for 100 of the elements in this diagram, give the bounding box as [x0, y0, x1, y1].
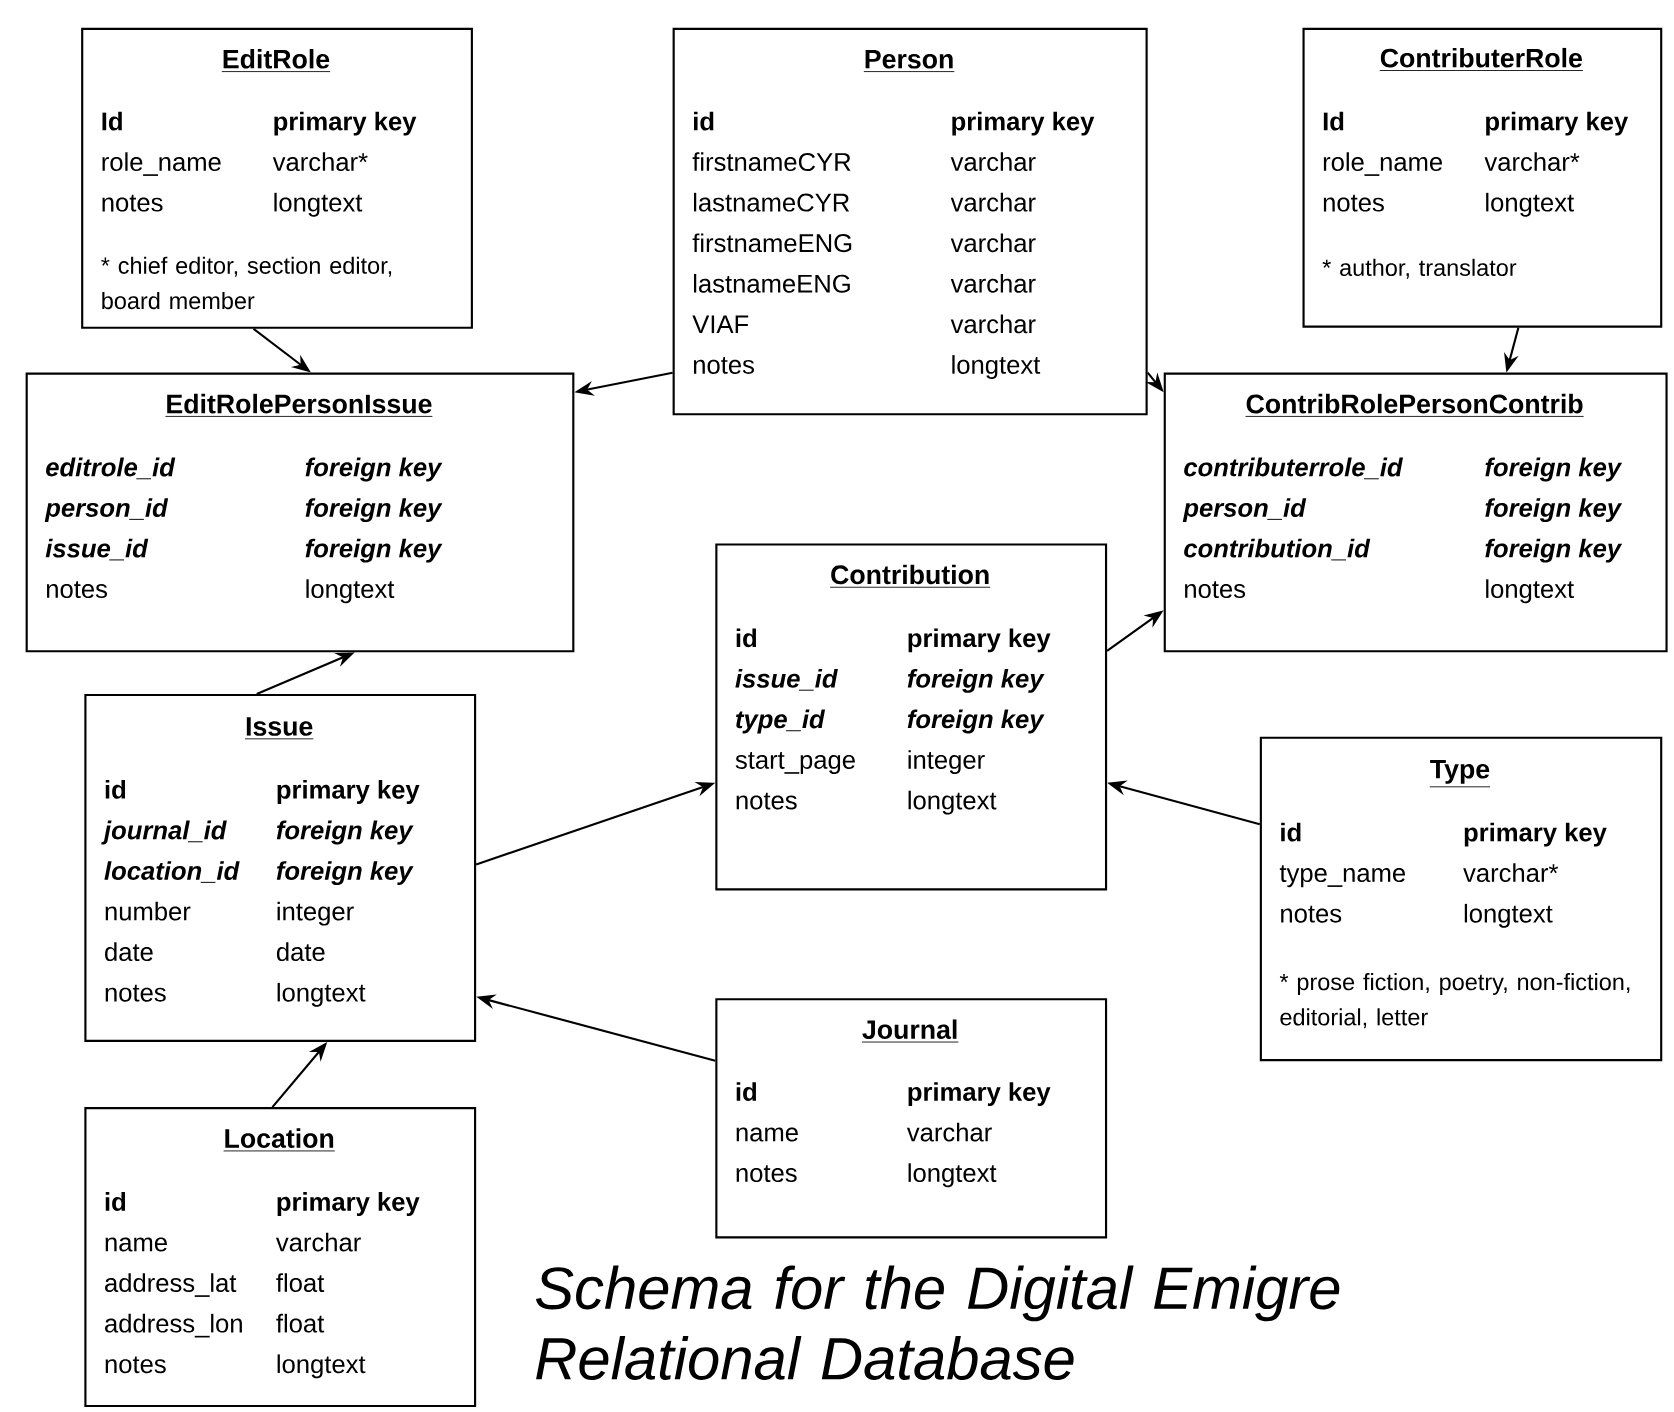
field-name: address_lat — [105, 1273, 237, 1297]
table-title: EditRole — [221, 48, 331, 72]
table-box — [84, 1106, 477, 1407]
field-name: notes — [693, 356, 754, 374]
field-type: foreign key — [276, 860, 414, 885]
field-name: person_id — [1182, 497, 1307, 522]
field-type: primary key — [908, 628, 1051, 653]
field-type: foreign key — [1485, 457, 1623, 482]
field-name: notes — [105, 1356, 166, 1373]
field-name: notes — [47, 581, 107, 598]
field-name: VIAF — [692, 315, 749, 333]
field-name: role_name — [102, 152, 221, 176]
field-type: primary key — [274, 111, 417, 136]
field-type: varchar* — [1463, 863, 1559, 882]
table-title: ContribRolePersonContrib — [1245, 393, 1585, 417]
field-type: varchar — [950, 192, 1036, 212]
field-type: longtext — [908, 1163, 997, 1187]
field-type: primary key — [1464, 822, 1607, 847]
field-name: editrole_id — [46, 457, 176, 480]
field-type: longtext — [908, 790, 997, 815]
field-name: issue_id — [45, 538, 149, 561]
table-title: Type — [1429, 759, 1491, 788]
field-name: contribution_id — [1184, 538, 1371, 561]
field-name: date — [105, 942, 153, 961]
table-title: ContributerRole — [1379, 47, 1584, 71]
field-type: float — [276, 1313, 325, 1333]
field-type: varchar — [950, 152, 1036, 171]
field-name: notes — [1185, 581, 1246, 598]
field-type: varchar* — [1484, 152, 1580, 171]
table-box — [1302, 27, 1663, 328]
field-name: notes — [736, 792, 797, 810]
table-box — [25, 372, 575, 653]
field-type: varchar — [275, 1232, 361, 1252]
field-name: id — [736, 628, 757, 647]
field-type: foreign key — [1485, 497, 1623, 522]
field-type: foreign key — [1485, 538, 1623, 563]
table-note: * prose fiction, poetry, non-fiction, editorial, letter — [1279, 972, 1630, 1029]
field-type: integer — [277, 901, 354, 926]
field-type: float — [276, 1273, 325, 1292]
field-name: notes — [736, 1165, 797, 1182]
field-name: firstnameCYR — [692, 152, 851, 171]
field-type: longtext — [306, 579, 395, 603]
diagram-title: Schema for the Digital Emigre Relational Database — [535, 1265, 1340, 1380]
field-type: primary key — [908, 1081, 1051, 1106]
field-name: notes — [105, 984, 166, 1002]
field-name: journal_id — [101, 820, 227, 845]
table-box — [715, 998, 1108, 1239]
table-box — [715, 543, 1108, 891]
field-name: name — [105, 1237, 167, 1252]
table-title: Issue — [244, 717, 314, 740]
field-type: foreign key — [305, 497, 443, 522]
table-box — [672, 27, 1148, 416]
table-box — [84, 693, 477, 1042]
table-note: * chief editor, section editor, board member — [101, 256, 392, 309]
field-type: primary key — [952, 111, 1095, 136]
table-title: Journal — [861, 1019, 959, 1043]
field-name: contributerrole_id — [1184, 457, 1403, 480]
field-name: notes — [1281, 905, 1342, 923]
field-name: start_page — [735, 751, 855, 774]
field-type: varchar — [950, 233, 1036, 252]
field-name: type_name — [1279, 865, 1406, 887]
field-type: varchar — [950, 314, 1036, 334]
field-type: primary key — [277, 1191, 420, 1216]
field-name: issue_id — [735, 668, 838, 691]
table-title: EditRolePersonIssue — [165, 393, 433, 417]
field-name: type_id — [736, 709, 826, 734]
field-type: longtext — [1486, 192, 1574, 217]
table-title: Person — [863, 49, 955, 72]
field-type: primary key — [1486, 111, 1629, 136]
field-type: foreign key — [276, 820, 414, 845]
field-name: person_id — [44, 497, 169, 522]
table-title: Location — [223, 1128, 336, 1152]
field-type: longtext — [277, 1354, 366, 1379]
field-type: integer — [908, 749, 985, 774]
field-type: varchar* — [272, 152, 368, 171]
field-type: primary key — [277, 779, 420, 804]
field-name: role_name — [1323, 152, 1442, 176]
table-note: * author, translator — [1322, 258, 1517, 279]
table-box — [1163, 372, 1668, 653]
field-name: id — [736, 1081, 757, 1101]
field-type: date — [276, 942, 325, 961]
field-type: longtext — [1486, 579, 1574, 603]
field-type: longtext — [274, 192, 363, 217]
field-type: foreign key — [305, 538, 443, 563]
field-name: address_lon — [105, 1313, 242, 1338]
field-type: varchar — [950, 273, 1036, 293]
field-name: id — [1281, 822, 1301, 842]
field-type: foreign key — [305, 457, 443, 482]
field-type: foreign key — [907, 709, 1045, 734]
field-type: varchar — [906, 1122, 992, 1142]
field-name: Id — [102, 111, 122, 131]
field-name: location_id — [104, 860, 240, 883]
table-title: Contribution — [829, 564, 991, 588]
field-type: longtext — [1464, 903, 1553, 928]
field-name: id — [105, 779, 126, 799]
field-type: longtext — [952, 354, 1041, 379]
field-type: foreign key — [907, 668, 1045, 693]
field-name: number — [105, 901, 191, 921]
field-name: notes — [102, 194, 163, 212]
field-name: lastnameENG — [694, 273, 850, 293]
